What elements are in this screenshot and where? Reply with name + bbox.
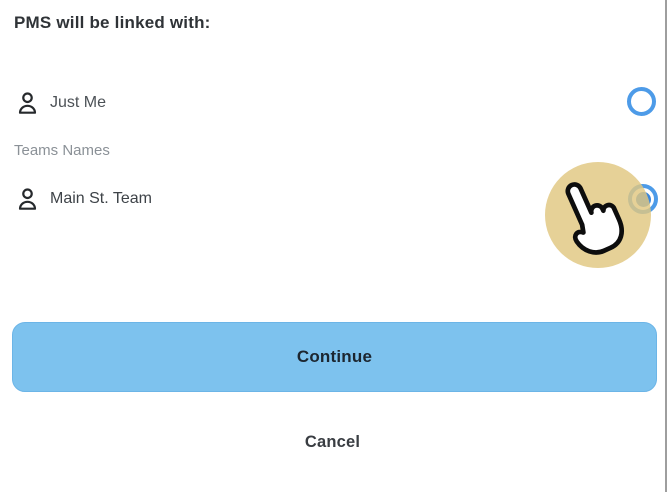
teams-group-label: Teams Names xyxy=(14,142,110,159)
option-main-st-team[interactable]: Main St. Team xyxy=(0,179,660,219)
dialog-title: PMS will be linked with: xyxy=(14,13,211,32)
continue-button-label: Continue xyxy=(296,347,373,366)
person-icon xyxy=(18,91,37,114)
person-icon xyxy=(18,187,37,210)
continue-button[interactable]: Continue xyxy=(12,322,657,392)
radio-just-me[interactable] xyxy=(627,87,656,116)
radio-main-st-team-selected[interactable] xyxy=(628,184,658,214)
radio-selected-dot xyxy=(635,191,651,207)
cancel-button[interactable]: Cancel xyxy=(0,424,665,460)
option-just-me[interactable]: Just Me xyxy=(0,83,660,123)
option-label: Main St. Team xyxy=(50,190,152,207)
cancel-button-label: Cancel xyxy=(304,432,361,451)
option-label: Just Me xyxy=(50,94,107,111)
